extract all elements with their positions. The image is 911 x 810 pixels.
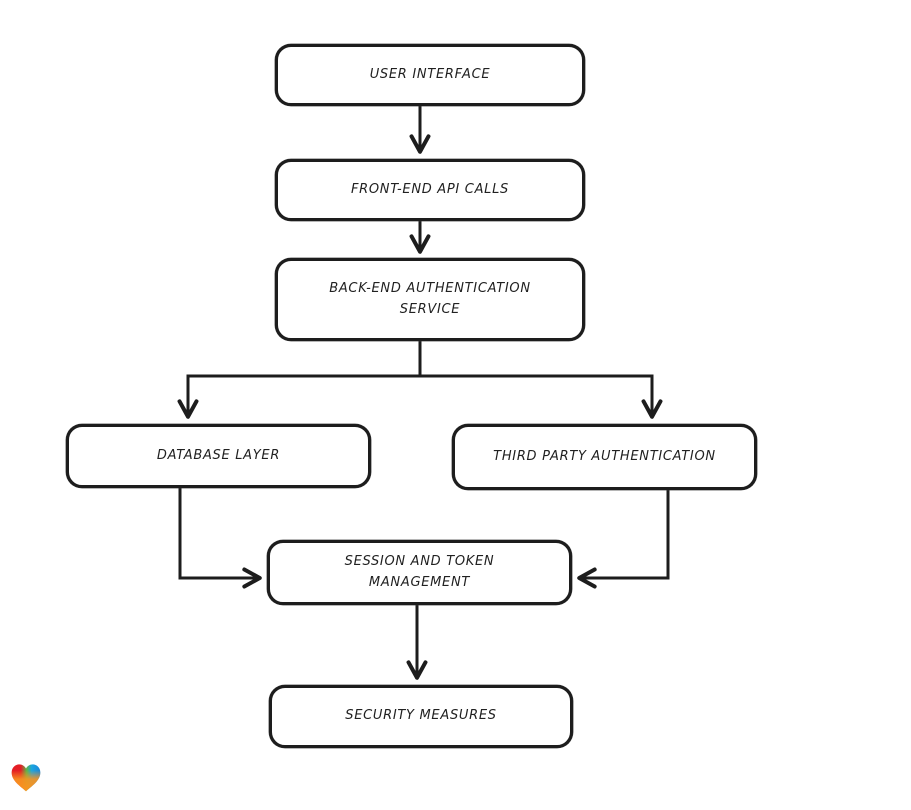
node-security-measures[interactable]: SECURITY MEASURES (269, 685, 573, 748)
node-label: SECURITY MEASURES (345, 708, 497, 724)
node-user-interface[interactable]: USER INTERFACE (275, 44, 585, 106)
node-label: USER INTERFACE (369, 66, 491, 82)
node-label: BACK-END AUTHENTICATION SERVICE (329, 281, 531, 317)
edge-backend-to-database (177, 374, 422, 419)
edge-backend-to-thirdparty (418, 374, 663, 419)
node-session-token-mgmt[interactable]: SESSION AND TOKEN MANAGEMENT (267, 540, 572, 605)
node-label: THIRD PARTY AUTHENTICATION (493, 448, 716, 464)
node-front-end-api-calls[interactable]: FRONT-END API CALLS (275, 159, 585, 221)
node-back-end-auth-service[interactable]: BACK-END AUTHENTICATION SERVICE (275, 258, 585, 341)
heart-icon (11, 764, 41, 792)
edge-database-to-session (178, 486, 262, 589)
edge-thirdparty-to-session (577, 488, 670, 589)
node-label: SESSION AND TOKEN MANAGEMENT (344, 554, 495, 590)
node-database-layer[interactable]: DATABASE LAYER (66, 424, 371, 488)
node-third-party-auth[interactable]: THIRD PARTY AUTHENTICATION (452, 424, 757, 490)
heart-logo-watermark[interactable] (9, 761, 43, 795)
node-label: FRONT-END API CALLS (350, 181, 510, 197)
node-label: DATABASE LAYER (156, 447, 281, 463)
